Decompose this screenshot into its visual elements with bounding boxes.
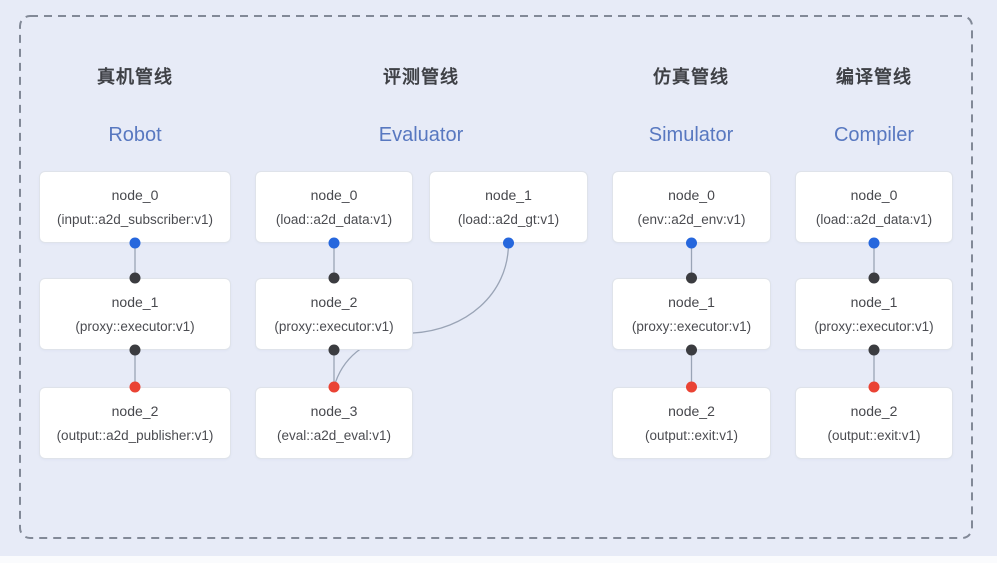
node-subtitle: (eval::a2d_eval:v1) — [276, 427, 392, 443]
node-box-robot-node_2: node_2(output::a2d_publisher:v1) — [39, 387, 231, 459]
node-box-simulator-node_2: node_2(output::exit:v1) — [612, 387, 771, 459]
node-box-compiler-node_0: node_0(load::a2d_data:v1) — [795, 171, 953, 243]
node-subtitle: (load::a2d_data:v1) — [815, 211, 933, 227]
node-box-compiler-node_2: node_2(output::exit:v1) — [795, 387, 953, 459]
node-box-simulator-node_0: node_0(env::a2d_env:v1) — [612, 171, 771, 243]
pipeline-evaluator-title-cn: 评测管线 — [383, 67, 459, 87]
node-label: node_1 — [485, 186, 532, 203]
pipeline-compiler-title-en: Compiler — [833, 124, 915, 146]
node-subtitle: (input::a2d_subscriber:v1) — [56, 211, 214, 227]
node-label: node_0 — [310, 186, 358, 203]
pipeline-simulator-title-cn: 仿真管线 — [653, 67, 729, 87]
pipeline-compiler-title-cn: 编译管线 — [836, 67, 912, 87]
pipeline-evaluator-title-en: Evaluator — [378, 124, 464, 146]
pipeline-robot-title-cn: 真机管线 — [97, 67, 173, 87]
node-subtitle: (proxy::executor:v1) — [274, 318, 394, 334]
node-label: node_2 — [850, 402, 898, 419]
node-label: node_2 — [111, 402, 159, 419]
node-box-robot-node_1: node_1(proxy::executor:v1) — [39, 278, 231, 350]
node-label: node_0 — [111, 186, 159, 203]
dashed-frame — [19, 15, 973, 539]
node-subtitle: (output::exit:v1) — [644, 427, 739, 443]
node-subtitle: (load::a2d_data:v1) — [275, 211, 393, 227]
node-subtitle: (output::a2d_publisher:v1) — [56, 427, 214, 443]
node-label: node_1 — [850, 293, 898, 310]
node-label: node_0 — [850, 186, 898, 203]
node-label: node_2 — [310, 293, 358, 310]
node-box-robot-node_0: node_0(input::a2d_subscriber:v1) — [39, 171, 231, 243]
node-box-simulator-node_1: node_1(proxy::executor:v1) — [612, 278, 771, 350]
node-subtitle: (load::a2d_gt:v1) — [457, 211, 560, 227]
node-subtitle: (proxy::executor:v1) — [814, 318, 934, 334]
node-label: node_0 — [668, 186, 715, 203]
node-subtitle: (env::a2d_env:v1) — [637, 211, 746, 227]
node-label: node_3 — [310, 402, 358, 419]
node-box-evaluator-node_0: node_0(load::a2d_data:v1) — [255, 171, 413, 243]
node-label: node_1 — [111, 293, 159, 310]
pipeline-robot-title-en: Robot — [108, 124, 162, 146]
bottom-strip — [0, 556, 997, 563]
node-box-evaluator-node_2: node_2(proxy::executor:v1) — [255, 278, 413, 350]
node-label: node_1 — [668, 293, 715, 310]
node-subtitle: (proxy::executor:v1) — [631, 318, 752, 334]
node-box-evaluator-node_3: node_3(eval::a2d_eval:v1) — [255, 387, 413, 459]
node-label: node_2 — [668, 402, 715, 419]
node-subtitle: (output::exit:v1) — [827, 427, 921, 443]
node-box-evaluator-node_1: node_1(load::a2d_gt:v1) — [429, 171, 588, 243]
pipeline-simulator-title-en: Simulator — [648, 124, 734, 146]
node-box-compiler-node_1: node_1(proxy::executor:v1) — [795, 278, 953, 350]
node-subtitle: (proxy::executor:v1) — [75, 318, 195, 334]
